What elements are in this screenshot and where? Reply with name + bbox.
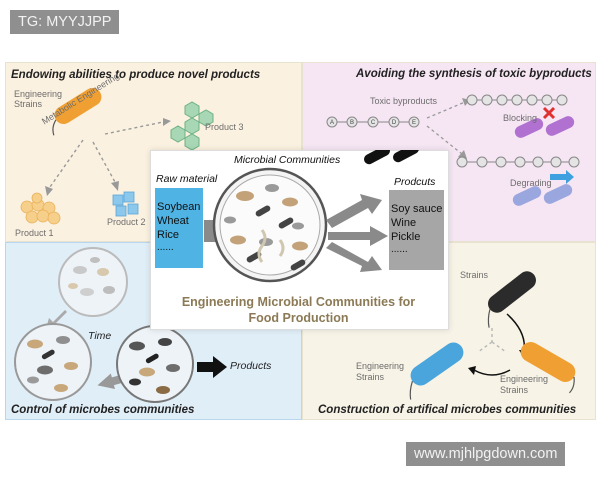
curved-arrow-right bbox=[506, 313, 526, 353]
control-communities-illustration bbox=[14, 247, 227, 403]
arrow-to-products bbox=[197, 356, 227, 378]
arrow-to-degrading bbox=[426, 125, 463, 155]
panel-title-artificial-communities: Construction of artifical microbes commu… bbox=[318, 404, 577, 416]
pathway-node-a: A bbox=[330, 120, 334, 126]
svg-text:E: E bbox=[412, 120, 416, 126]
svg-text:C: C bbox=[371, 120, 376, 126]
strain-orange bbox=[520, 342, 576, 394]
center-title: Engineering Microbial Communities for Fo… bbox=[150, 294, 447, 326]
arrow-to-product2 bbox=[92, 141, 116, 183]
raw-item-wheat: Wheat bbox=[157, 215, 189, 227]
panel-title-toxic-byproducts: Avoiding the synthesis of toxic byproduc… bbox=[356, 68, 592, 80]
community-circle-final bbox=[116, 325, 194, 403]
label-engineering-strains-left: Engineering Strains bbox=[356, 361, 405, 382]
product-item-soy-sauce: Soy sauce bbox=[391, 203, 443, 215]
raw-material-box bbox=[155, 188, 203, 268]
community-circle-initial bbox=[58, 247, 128, 317]
main-community-circle bbox=[212, 167, 328, 283]
label-products-bottom-left: Products bbox=[230, 360, 272, 372]
center-title-line1: Engineering Microbial Communities for bbox=[181, 295, 416, 309]
novel-products-illustration bbox=[20, 87, 214, 225]
label-engineering-strains-top: Engineering Strains bbox=[14, 89, 63, 109]
bacteria-purple bbox=[514, 116, 575, 138]
product-item-wine: Wine bbox=[391, 217, 417, 229]
label-degrading: Degrading bbox=[510, 178, 552, 188]
blocking-x-icon bbox=[542, 106, 556, 120]
pathway-main bbox=[326, 116, 420, 128]
panel-title-control-communities: Control of microbes communities bbox=[11, 404, 195, 416]
label-engineering-strains-right: Engineering Strains bbox=[500, 374, 549, 395]
strain-black bbox=[487, 271, 536, 328]
label-microbial-communities: Microbial Communities bbox=[234, 154, 341, 166]
triangle-connectors bbox=[477, 328, 507, 353]
output-arrows bbox=[326, 194, 388, 272]
products-box bbox=[389, 190, 444, 270]
raw-item-rice: Rice bbox=[157, 229, 180, 241]
label-products-center: Prodcuts bbox=[394, 176, 436, 188]
bacteria-lavender bbox=[512, 184, 573, 206]
label-strains: Strains bbox=[460, 270, 489, 280]
label-product3: Product 3 bbox=[205, 122, 244, 132]
product3-hexagons bbox=[170, 101, 214, 151]
panel-title-novel-products: Endowing abilities to produce novel prod… bbox=[11, 69, 261, 81]
center-community-illustration bbox=[204, 150, 419, 283]
strain-blue bbox=[409, 342, 464, 400]
curved-arrow-bottom bbox=[473, 369, 511, 376]
bacteria-black-top bbox=[364, 150, 419, 165]
pathway-degraded bbox=[456, 156, 580, 168]
product-item-pickle: Pickle bbox=[391, 231, 421, 243]
product-item-ellipsis: ...... bbox=[391, 244, 408, 255]
pathway-blocked bbox=[466, 94, 568, 106]
community-circle-mid bbox=[14, 323, 92, 401]
svg-text:B: B bbox=[350, 120, 354, 126]
label-time: Time bbox=[88, 330, 112, 342]
label-product1: Product 1 bbox=[15, 228, 54, 238]
arrow-right-grey bbox=[97, 373, 124, 389]
label-toxic-byproducts: Toxic byproducts bbox=[370, 96, 438, 106]
degrading-arrow-icon bbox=[550, 170, 574, 184]
arrow-to-product1 bbox=[49, 139, 84, 188]
arrow-to-product3 bbox=[104, 121, 164, 135]
label-blocking: Blocking bbox=[503, 113, 538, 123]
product2-cubes bbox=[112, 191, 139, 217]
watermark-bottom: www.mjhlpgdown.com bbox=[406, 442, 566, 466]
product1-cluster bbox=[20, 192, 61, 225]
svg-text:D: D bbox=[392, 120, 397, 126]
watermark-top: TG: MYYJJPP bbox=[10, 10, 120, 34]
label-product2: Product 2 bbox=[107, 217, 146, 227]
artificial-communities-illustration bbox=[409, 271, 576, 400]
engineering-strain-orange bbox=[52, 87, 102, 136]
raw-item-soybean: Soybean bbox=[157, 201, 201, 213]
arrow-to-blocking bbox=[426, 101, 466, 119]
center-title-line2: Food Production bbox=[248, 311, 349, 325]
label-raw-material: Raw material bbox=[156, 173, 218, 185]
raw-item-ellipsis: ...... bbox=[157, 242, 174, 253]
